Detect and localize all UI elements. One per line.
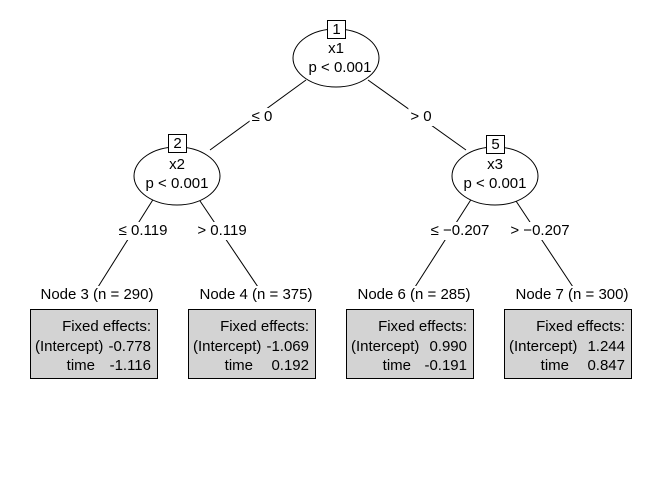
leaf-3-row-time: time -1.116 [31,357,151,376]
edge-5-7 [513,197,574,288]
edge-label-1-5: > 0 [408,108,434,126]
node-2-pvalue: p < 0.001 [145,175,209,192]
leaf-3-box: Fixed effects: (Intercept) -0.778 time -… [30,309,158,379]
leaf-6-row-time: time -0.191 [347,357,467,376]
leaf-7-term: time [540,357,569,374]
leaf-4-row-time: time 0.192 [189,357,309,376]
leaf-6-term: time [382,357,411,374]
node-2-variable: x2 [169,156,185,173]
node-5-variable: x3 [487,156,503,173]
leaf-7-term: (Intercept) [509,338,578,355]
edge-label-5-6: ≤ −0.207 [428,222,492,240]
node-1-pvalue: p < 0.001 [308,59,372,76]
leaf-7-value: 1.244 [587,338,625,355]
leaf-3-value: -1.116 [109,357,151,374]
leaf-4-term: time [224,357,253,374]
leaf-3-title: Node 3 (n = 290) [38,286,156,304]
leaf-4-heading: Fixed effects: [220,318,309,335]
leaf-7-value: 0.847 [587,357,625,374]
leaf-7-title: Node 7 (n = 300) [513,286,631,304]
leaf-4-value: 0.192 [271,357,309,374]
node-2-id-box: 2 [168,134,187,153]
edge-label-5-7: > −0.207 [508,222,572,240]
leaf-6-row-intercept: (Intercept) 0.990 [347,338,467,357]
leaf-3-row-intercept: (Intercept) -0.778 [31,338,151,357]
leaf-4-box: Fixed effects: (Intercept) -1.069 time 0… [188,309,316,379]
leaf-7-row-intercept: (Intercept) 1.244 [505,338,625,357]
edge-label-1-2: ≤ 0 [249,108,275,126]
leaf-3-value: -0.778 [108,338,151,355]
node-1-variable: x1 [328,40,344,57]
node-5-pvalue: p < 0.001 [463,175,527,192]
leaf-4-title: Node 4 (n = 375) [197,286,315,304]
edge-2-3 [97,197,155,288]
edge-5-6 [414,197,473,288]
leaf-7-row-time: time 0.847 [505,357,625,376]
edge-2-4 [197,197,259,288]
leaf-6-value: -0.191 [424,357,467,374]
leaf-7-heading: Fixed effects: [536,318,625,335]
leaf-4-value: -1.069 [266,338,309,355]
leaf-3-term: (Intercept) [35,338,104,355]
edge-label-2-4: > 0.119 [195,222,249,240]
leaf-6-term: (Intercept) [351,338,420,355]
edge-label-2-3: ≤ 0.119 [116,222,170,240]
leaf-4-term: (Intercept) [193,338,262,355]
leaf-3-term: time [66,357,95,374]
leaf-3-heading: Fixed effects: [62,318,151,335]
node-5-id-box: 5 [486,135,505,154]
leaf-6-heading: Fixed effects: [378,318,467,335]
leaf-4-row-intercept: (Intercept) -1.069 [189,338,309,357]
leaf-6-title: Node 6 (n = 285) [355,286,473,304]
leaf-6-value: 0.990 [429,338,467,355]
leaf-7-box: Fixed effects: (Intercept) 1.244 time 0.… [504,309,632,379]
leaf-6-box: Fixed effects: (Intercept) 0.990 time -0… [346,309,474,379]
node-1-id-box: 1 [327,20,346,39]
